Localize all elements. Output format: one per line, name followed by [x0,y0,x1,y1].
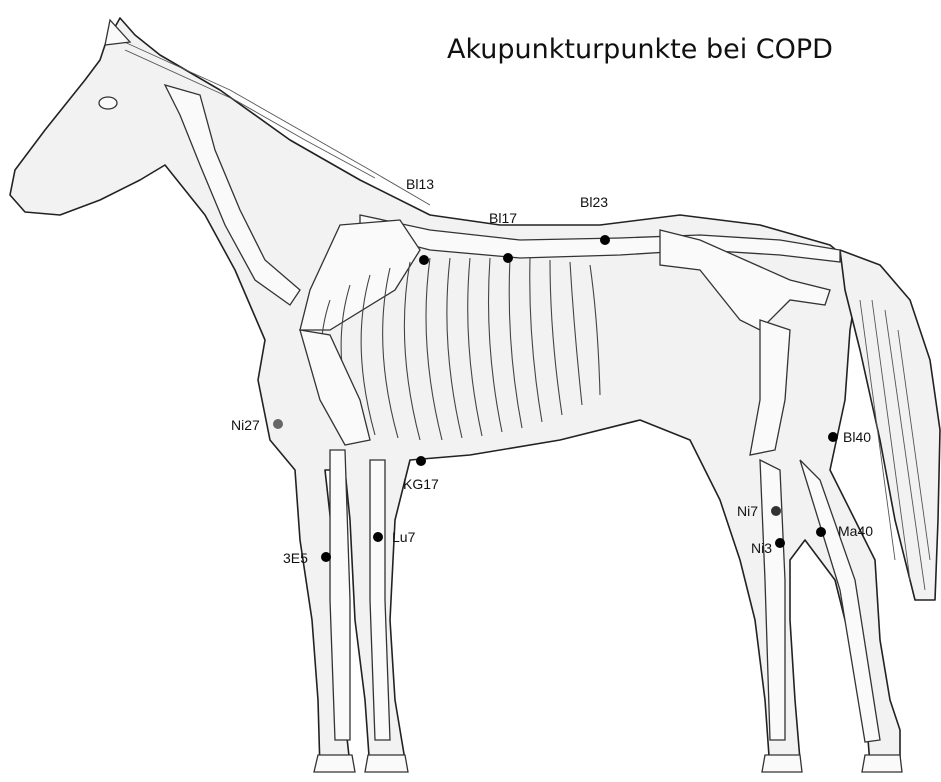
point-label-ma40: Ma40 [838,523,873,539]
point-dot-lu7 [373,532,383,542]
hoof [862,755,902,772]
front-leg-bones-left [330,450,350,740]
point-dot-kg17 [416,456,426,466]
hoof [762,755,802,772]
point-dot-ni3 [775,538,785,548]
point-label-3e5: 3E5 [283,550,308,566]
point-label-ni3: Ni3 [751,540,772,556]
point-label-bl23: Bl23 [580,194,608,210]
point-dot-ma40 [816,527,826,537]
point-dot-bl17 [503,253,513,263]
horse-eye [99,97,117,109]
point-label-ni27: Ni27 [231,417,260,433]
point-label-bl13: Bl13 [406,176,434,192]
point-label-kg17: KG17 [403,476,439,492]
point-dot-bl13 [419,255,429,265]
point-dot-3e5 [321,552,331,562]
diagram-title: Akupunkturpunkte bei COPD [447,34,833,65]
point-dot-bl23 [600,235,610,245]
hoof [365,755,408,772]
point-dot-ni27 [273,419,283,429]
point-label-ni7: Ni7 [737,503,758,519]
point-label-lu7: Lu7 [392,529,416,545]
point-label-bl17: Bl17 [489,210,517,226]
point-label-bl40: Bl40 [843,429,871,445]
point-dot-ni7 [771,506,781,516]
point-dot-bl40 [828,432,838,442]
hoof [314,755,355,772]
